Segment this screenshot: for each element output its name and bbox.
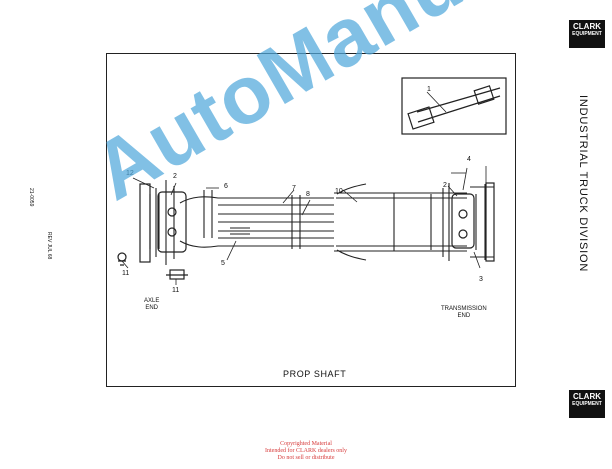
callout-2-right: 2 <box>443 182 447 189</box>
clark-logo-top: CLARK EQUIPMENT <box>569 20 605 48</box>
callout-11-right: 11 <box>172 287 180 294</box>
clark-logo-name: CLARK <box>573 22 601 31</box>
transmission-end-label: TRANSMISSION END <box>441 306 487 320</box>
callout-7: 7 <box>292 185 296 192</box>
copyright-notice: Copyrighted Material Intended for CLARK … <box>250 441 362 462</box>
inset-leader-1 <box>426 91 447 113</box>
transmission-label-line-1: TRANSMISSION <box>441 306 487 312</box>
clark-logo-sub-bottom: EQUIPMENT <box>572 401 602 407</box>
callout-11-left: 11 <box>122 270 130 277</box>
copyright-line-1: Copyrighted Material <box>280 441 332 447</box>
clark-logo-bottom: CLARK EQUIPMENT <box>569 390 605 418</box>
inset-frame <box>401 77 507 135</box>
axle-end-label: AXLE END <box>144 298 159 312</box>
division-title: INDUSTRIAL TRUCK DIVISION <box>577 95 589 273</box>
transmission-label-line-2: END <box>457 313 471 319</box>
right-flange <box>451 182 495 262</box>
callout-4: 4 <box>467 156 471 163</box>
axle-label-line-2: END <box>145 305 158 311</box>
inset-yoke-left <box>407 106 435 130</box>
copyright-line-2: Intended for CLARK dealers only <box>265 448 347 454</box>
clark-logo-name-bottom: CLARK <box>573 392 601 401</box>
inset-yoke-right <box>473 85 495 105</box>
drawing-title: PROP SHAFT <box>283 369 347 379</box>
clark-logo-sub: EQUIPMENT <box>572 31 602 37</box>
drawing-frame <box>106 53 516 387</box>
callout-6: 6 <box>224 183 228 190</box>
axle-label-line-1: AXLE <box>144 298 160 304</box>
callout-1: 1 <box>427 86 431 93</box>
left-code: 21-0059 <box>28 188 34 207</box>
callout-12: 12 <box>126 170 134 177</box>
copyright-line-3: Do not sell or distribute <box>277 455 335 461</box>
inset-shaft <box>416 87 501 123</box>
shaft-main <box>149 180 494 265</box>
callout-10: 10 <box>335 188 343 195</box>
callout-5: 5 <box>221 260 225 267</box>
callout-3: 3 <box>479 276 483 283</box>
left-revision: REV JUL 68 <box>46 232 52 260</box>
callout-2-left: 2 <box>173 173 177 180</box>
leaders <box>121 166 487 285</box>
inset-box <box>401 77 507 135</box>
callout-8: 8 <box>306 191 310 198</box>
